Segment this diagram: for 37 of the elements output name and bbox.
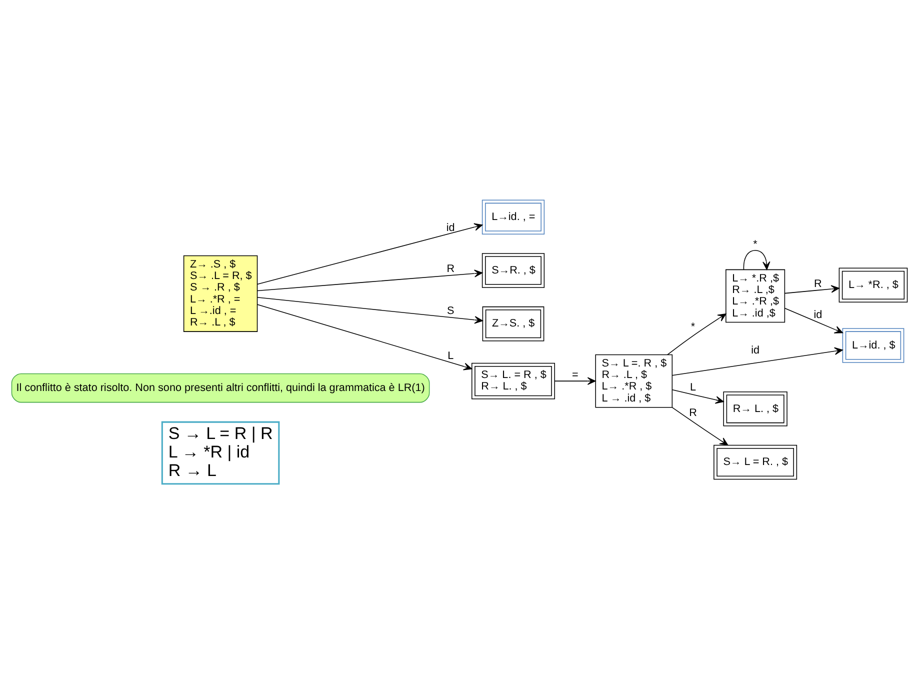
edge-label: R xyxy=(689,406,697,419)
node-box: L→id. , = xyxy=(482,199,545,234)
edge-label: R xyxy=(446,262,455,275)
arrow xyxy=(784,307,843,333)
arrow xyxy=(672,388,724,404)
node-box: Z→ .S , $ S→ .L = R, $ S → .R , $ L→ .*R , = L →.id , = R→ .L , $ xyxy=(183,254,258,332)
arrow xyxy=(743,249,770,270)
node-box: Z→S. , $ xyxy=(482,306,544,341)
arrow xyxy=(667,313,726,355)
node-box: S→ L. = R , $ R→ L. , $ xyxy=(471,362,555,399)
edge-label: L xyxy=(448,349,454,362)
arrow xyxy=(554,376,596,384)
edge-label: R xyxy=(814,277,822,290)
edge-label: id xyxy=(751,344,760,356)
node-box: R→ L. , $ xyxy=(723,391,788,426)
node-box: S→R. , $ xyxy=(482,252,545,288)
edge-label: id xyxy=(446,222,455,234)
edge-label: * xyxy=(753,238,758,250)
arrow xyxy=(784,284,840,294)
node-box: S→ L =. R , $ R→ .L , $ L→ .*R , $ L → .id , $ xyxy=(595,354,673,408)
arrow xyxy=(256,222,483,284)
node-box: L→ *R. , $ xyxy=(838,267,908,302)
edge-label: L xyxy=(690,380,696,393)
arrow xyxy=(256,304,472,370)
arrow xyxy=(672,346,843,376)
arrow xyxy=(256,296,483,324)
arrow xyxy=(672,406,728,445)
node-box: L→ *.R ,$ R→ .L ,$ L→ .*R ,$ L→ .id ,$ xyxy=(726,268,786,322)
node-box: S → L = R | R L → *R | id R → L xyxy=(161,420,280,484)
edge-label: S xyxy=(446,304,454,316)
node-box: Il conflitto è stato risolto. Non sono presenti altri conflitti, quindi la grammatica è LR(1) xyxy=(11,372,430,402)
edge-label: id xyxy=(814,308,822,320)
edge-label: * xyxy=(690,320,696,333)
node-box: L→id. , $ xyxy=(842,328,904,362)
arrow xyxy=(256,269,483,291)
edge-label: = xyxy=(572,368,578,381)
node-box: S→ L = R. , $ xyxy=(714,444,798,480)
